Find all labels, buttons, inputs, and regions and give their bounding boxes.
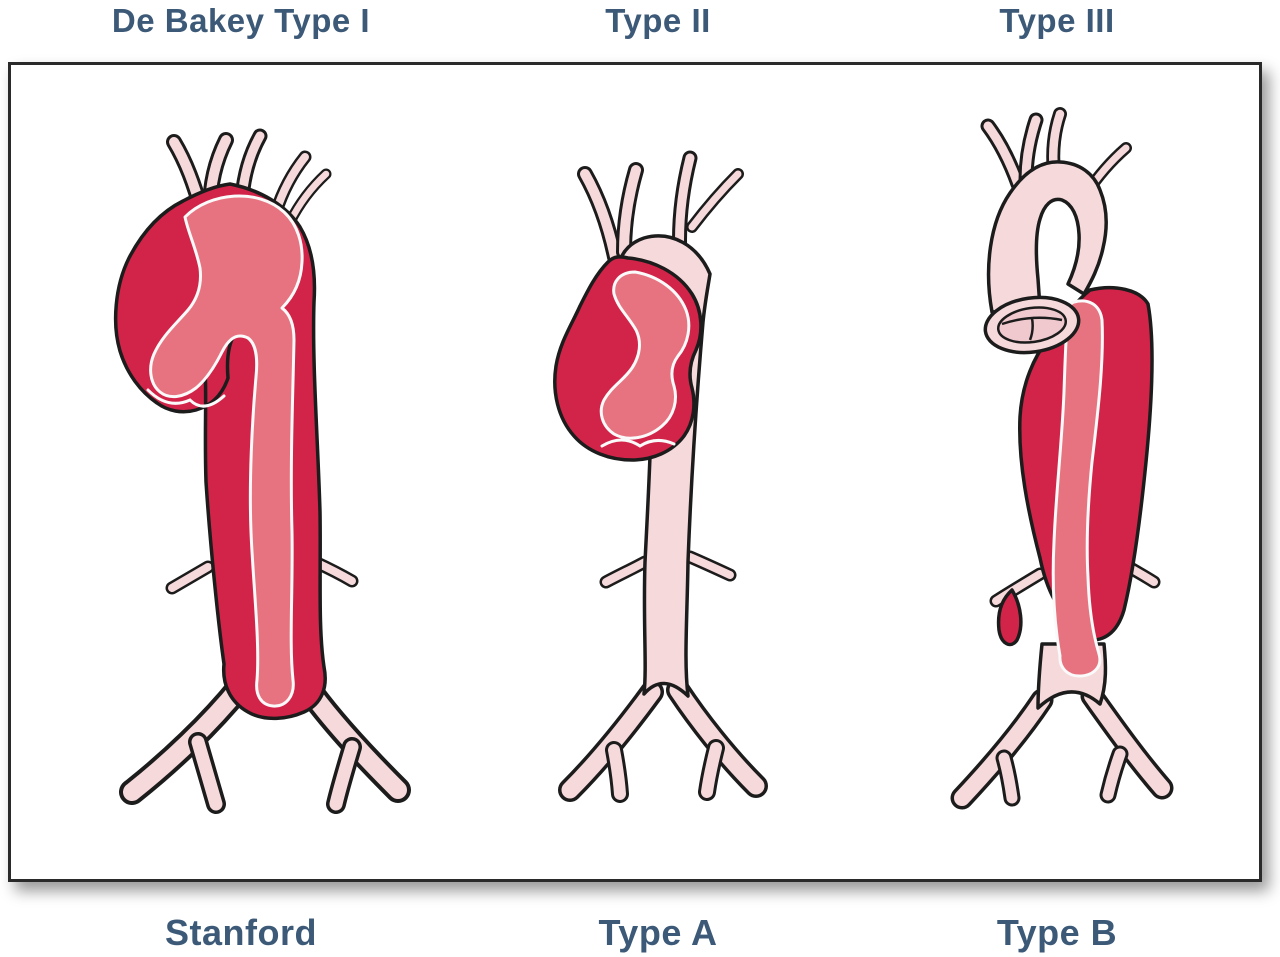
label-stanford-type-a: Type A bbox=[598, 912, 718, 953]
true-lumen bbox=[149, 194, 304, 708]
aortic-root-cut-face bbox=[983, 295, 1081, 355]
label-debakey-type-2: Type II bbox=[605, 2, 711, 39]
iliac-arteries bbox=[558, 678, 768, 803]
renal-branch-vessels bbox=[599, 550, 737, 589]
label-stanford-type-b: Type B bbox=[996, 912, 1118, 953]
label-debakey-type-3: Type III bbox=[999, 2, 1115, 39]
iliac-arteries bbox=[950, 684, 1174, 810]
aorta-figure-debakey-1 bbox=[113, 128, 411, 814]
arch-branch-vessels bbox=[577, 150, 744, 265]
false-lumen-pocket-left bbox=[996, 588, 1023, 647]
aortic-valve-leaflets bbox=[146, 388, 226, 408]
label-debakey-type-1: De Bakey Type I bbox=[111, 2, 371, 39]
valve-leaflet-lines bbox=[1001, 316, 1063, 341]
label-stanford: Stanford bbox=[165, 912, 317, 953]
aorta-figure-debakey-2 bbox=[553, 150, 768, 803]
aorta-figure-debakey-3 bbox=[950, 107, 1174, 810]
ascending-aorta-and-arch bbox=[986, 160, 1108, 314]
true-lumen bbox=[599, 270, 691, 440]
iliac-arteries bbox=[119, 671, 411, 814]
aortic-valve-leaflets bbox=[600, 438, 676, 448]
true-lumen bbox=[1051, 299, 1104, 678]
